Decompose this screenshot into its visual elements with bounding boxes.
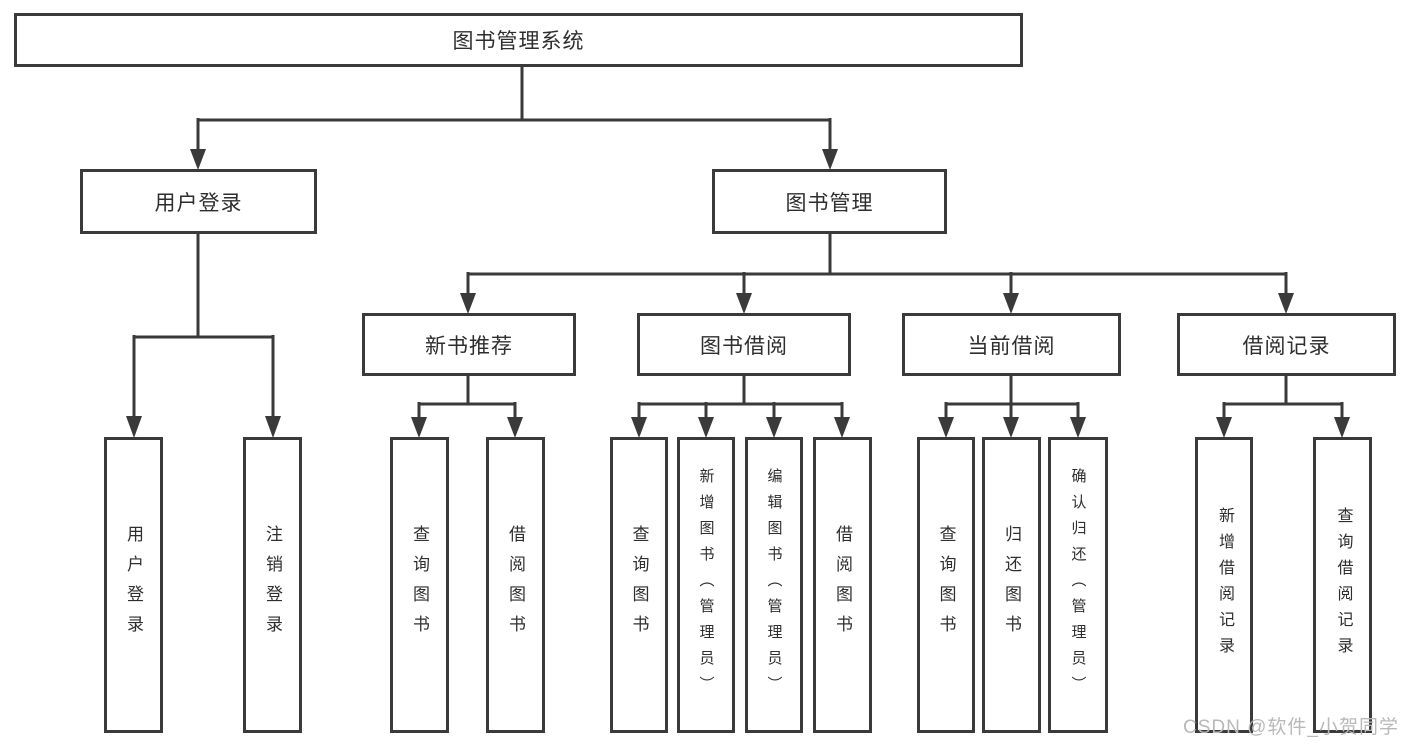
leaf-bb-borrow-books-label: 借阅图书 bbox=[833, 525, 852, 645]
leaf-rec-query-books-label: 查询图书 bbox=[410, 525, 429, 645]
arrowhead-current-borrow bbox=[1003, 293, 1019, 314]
leaf-cb-confirm-return-admin-label: 确认归还（管理员） bbox=[1069, 468, 1087, 702]
node-root-system: 图书管理系统 bbox=[14, 13, 1023, 67]
node-user-login: 用户登录 bbox=[80, 169, 317, 234]
node-book-management-label: 图书管理 bbox=[785, 191, 874, 215]
arrowhead-login-leaf bbox=[126, 416, 142, 438]
node-root-system-label: 图书管理系统 bbox=[452, 30, 585, 53]
node-borrow-record-label: 借阅记录 bbox=[1242, 334, 1331, 358]
arrowhead-br-add bbox=[1216, 417, 1232, 438]
arrowhead-user-login bbox=[190, 149, 206, 170]
node-borrow-record: 借阅记录 bbox=[1177, 313, 1396, 376]
leaf-bb-add-books-admin-label: 新增图书（管理员） bbox=[697, 468, 715, 702]
csdn-watermark: CSDN @软件_小贺同学 bbox=[1183, 717, 1399, 738]
leaf-logout: 注销登录 bbox=[243, 437, 302, 733]
arrowhead-rec-query bbox=[411, 417, 427, 438]
leaf-cb-query-books: 查询图书 bbox=[917, 437, 975, 733]
arrowhead-bb-borrow bbox=[834, 417, 850, 438]
leaf-rec-borrow-books-label: 借阅图书 bbox=[506, 525, 525, 645]
arrowhead-logout-leaf bbox=[265, 416, 281, 438]
leaf-bb-add-books-admin: 新增图书（管理员） bbox=[677, 437, 735, 733]
leaf-user-login-label: 用户登录 bbox=[124, 525, 143, 645]
node-current-borrow: 当前借阅 bbox=[902, 313, 1121, 376]
leaf-rec-borrow-books: 借阅图书 bbox=[486, 437, 545, 733]
node-book-management: 图书管理 bbox=[712, 169, 947, 234]
leaf-cb-query-books-label: 查询图书 bbox=[936, 525, 956, 645]
arrowhead-bb-edit bbox=[766, 417, 782, 438]
leaf-bb-edit-books-admin-label: 编辑图书（管理员） bbox=[765, 468, 783, 702]
node-current-borrow-label: 当前借阅 bbox=[967, 334, 1056, 358]
arrowhead-book-borrow bbox=[736, 293, 752, 314]
leaf-br-query-record-label: 查询借阅记录 bbox=[1334, 507, 1352, 663]
leaf-bb-query-books: 查询图书 bbox=[610, 437, 668, 733]
arrowhead-cb-query bbox=[938, 417, 954, 438]
leaf-cb-confirm-return-admin: 确认归还（管理员） bbox=[1048, 437, 1108, 733]
leaf-logout-label: 注销登录 bbox=[263, 525, 282, 645]
leaf-br-add-record: 新增借阅记录 bbox=[1195, 437, 1253, 733]
leaf-user-login: 用户登录 bbox=[104, 437, 163, 733]
leaf-cb-return-books-label: 归还图书 bbox=[1002, 525, 1021, 645]
node-user-login-label: 用户登录 bbox=[154, 191, 243, 215]
leaf-br-query-record: 查询借阅记录 bbox=[1313, 437, 1372, 733]
arrowhead-cb-confirm bbox=[1070, 417, 1086, 438]
leaf-bb-edit-books-admin: 编辑图书（管理员） bbox=[745, 437, 803, 733]
arrowhead-bb-add bbox=[698, 417, 714, 438]
node-new-book-recommend-label: 新书推荐 bbox=[425, 334, 513, 358]
arrowhead-br-query bbox=[1334, 417, 1350, 438]
arrowhead-new-book-rec bbox=[460, 293, 476, 314]
leaf-br-add-record-label: 新增借阅记录 bbox=[1216, 507, 1233, 663]
leaf-bb-query-books-label: 查询图书 bbox=[629, 525, 649, 645]
arrowhead-cb-return bbox=[1003, 417, 1019, 438]
leaf-cb-return-books: 归还图书 bbox=[982, 437, 1041, 733]
node-book-borrow-label: 图书借阅 bbox=[700, 334, 788, 358]
node-book-borrow: 图书借阅 bbox=[637, 313, 851, 376]
leaf-rec-query-books: 查询图书 bbox=[390, 437, 449, 733]
arrowhead-book-mgmt bbox=[822, 149, 838, 170]
leaf-bb-borrow-books: 借阅图书 bbox=[813, 437, 872, 733]
arrowhead-borrow-record bbox=[1278, 293, 1294, 314]
arrowhead-rec-borrow bbox=[507, 417, 523, 438]
node-new-book-recommend: 新书推荐 bbox=[362, 313, 576, 376]
arrowhead-bb-query bbox=[631, 417, 647, 438]
